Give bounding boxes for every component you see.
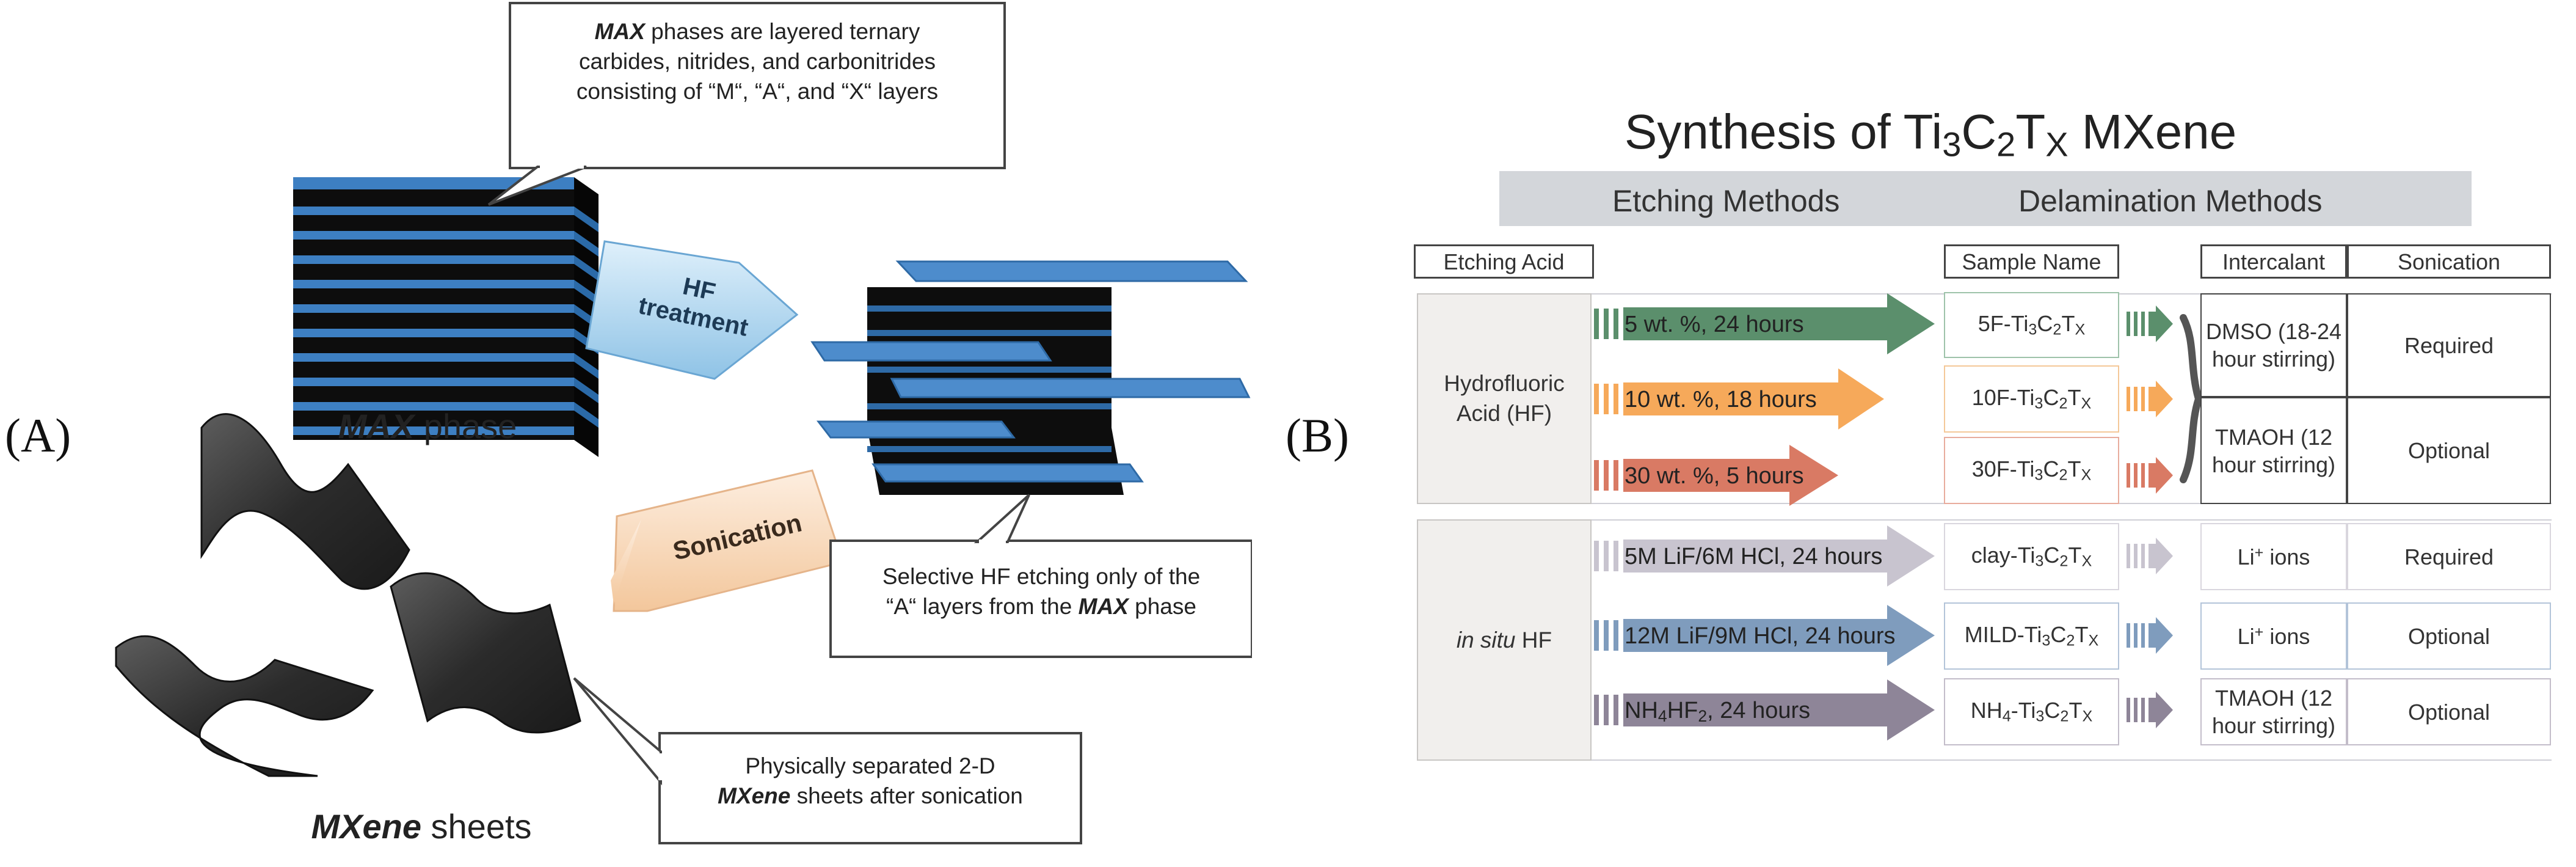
- mxene-sheets: [115, 413, 581, 777]
- condition-row-1: 5 wt. %, 24 hours: [1625, 312, 1804, 337]
- callout-etching-text: Selective HF etching only of the “A“ lay…: [882, 564, 1201, 619]
- condition-row-2: 10 wt. %, 18 hours: [1625, 387, 1817, 412]
- panel-a-illustration: [115, 2, 1252, 844]
- arrow-row-6: [1594, 679, 2173, 741]
- panel-b-title: Synthesis of Ti3C2TX MXene: [1625, 104, 2237, 164]
- callout-sheets-text: Physically separated 2-D MXene sheets af…: [718, 753, 1023, 808]
- mxene-sheets-label: MXene sheets: [311, 807, 532, 846]
- hf-treatment-arrow: [585, 240, 799, 380]
- callout-max-text: MAX phases are layered ternary carbides,…: [576, 19, 939, 104]
- header-sample-name: Sample Name: [1944, 244, 2119, 279]
- condition-row-3: 30 wt. %, 5 hours: [1625, 463, 1804, 489]
- panel-b-label: (B): [1286, 409, 1349, 462]
- sonication-tmaoh-nh4: Optional: [2347, 678, 2551, 745]
- sample-5f: 5F-Ti3C2TX: [1944, 292, 2119, 358]
- sonication-li-clay: Required: [2347, 523, 2551, 590]
- sample-nh4: NH4-Ti3C2TX: [1944, 678, 2119, 745]
- sonication-arrow: [611, 469, 844, 612]
- etched-max-structure: [810, 260, 1251, 495]
- arrow-row-5: [1594, 605, 2173, 666]
- arrow-row-4: [1594, 525, 2173, 587]
- sample-clay: clay-Ti3C2TX: [1944, 523, 2119, 590]
- sonication-dmso: Required: [2347, 293, 2551, 397]
- sonication-li-mild: Optional: [2347, 602, 2551, 670]
- condition-row-6: NH4HF2, 24 hours: [1625, 698, 1811, 725]
- banner-delamination-methods: Delamination Methods: [2018, 184, 2323, 218]
- banner-etching-methods: Etching Methods: [1612, 184, 1840, 218]
- condition-row-4: 5M LiF/6M HCl, 24 hours: [1625, 544, 1883, 569]
- callout-sheets-description: [573, 677, 1082, 844]
- hf-group-box: Hydrofluoric Acid (HF): [1417, 293, 1592, 504]
- header-etching-acid: Etching Acid: [1414, 244, 1594, 279]
- max-phase-stack: [293, 177, 599, 457]
- sample-mild: MILD-Ti3C2TX: [1944, 602, 2119, 670]
- arrow-row-3: [1594, 445, 2173, 506]
- arrow-row-2: [1594, 368, 2173, 430]
- methods-banner: [1499, 171, 2472, 226]
- callout-max-description: [487, 2, 1006, 206]
- callout-etching-description: [829, 494, 1252, 658]
- sample-30f: 30F-Ti3C2TX: [1944, 437, 2119, 504]
- max-phase-label: MAX phase: [338, 407, 517, 445]
- condition-row-5: 12M LiF/9M HCl, 24 hours: [1625, 623, 1896, 649]
- header-intercalant: Intercalant: [2200, 244, 2347, 279]
- intercalant-li-clay: Li+ ions: [2200, 523, 2347, 590]
- panel-a-label: (A): [5, 409, 71, 462]
- header-sonication: Sonication: [2347, 244, 2551, 279]
- insitu-rows-frame: [1592, 519, 2552, 761]
- arrow-row-1: [1594, 293, 2173, 354]
- process-arrows: [1594, 293, 2238, 741]
- intercalant-li-mild: Li+ ions: [2200, 602, 2347, 670]
- insitu-group-box: in situ HF: [1417, 519, 1592, 761]
- sample-10f: 10F-Ti3C2TX: [1944, 365, 2119, 433]
- sonication-tmaoh-hf: Optional: [2347, 397, 2551, 504]
